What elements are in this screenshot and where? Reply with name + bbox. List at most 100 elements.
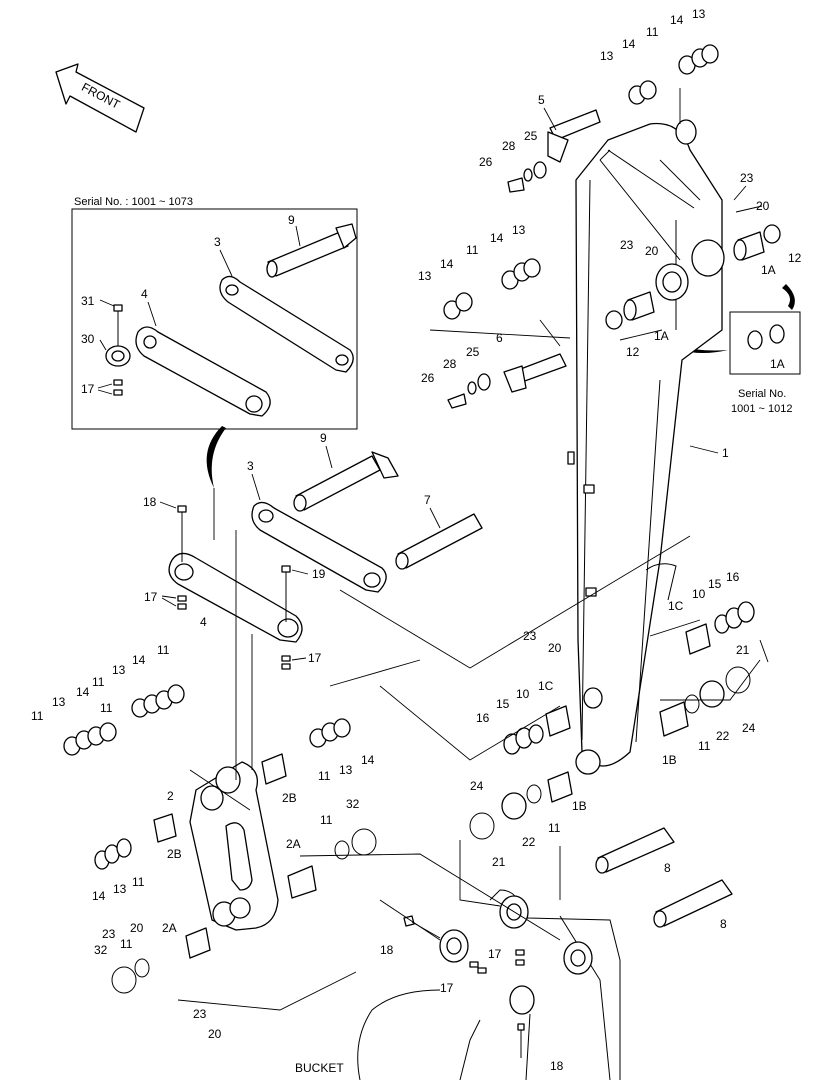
label-1c-b: 1C	[538, 679, 554, 693]
label-2a-b: 2A	[162, 921, 177, 935]
label-1a-b: 1A	[654, 329, 669, 343]
bushings-2a-2b	[153, 753, 317, 959]
label-14c: 14	[490, 231, 504, 245]
label-1c-a: 1C	[668, 599, 684, 613]
label-20b: 20	[645, 244, 659, 258]
pins-8	[595, 827, 733, 928]
label-14g: 14	[361, 753, 375, 767]
label-1: 1	[722, 446, 729, 460]
label-inset-9: 9	[288, 213, 295, 227]
label-25a: 25	[524, 129, 538, 143]
pin-9-main	[293, 451, 399, 512]
label-16a: 16	[726, 570, 740, 584]
label-5: 5	[538, 93, 545, 107]
label-7: 7	[424, 493, 431, 507]
label-14d: 14	[440, 257, 454, 271]
label-13b: 13	[692, 7, 706, 21]
label-18c: 18	[550, 1059, 564, 1073]
label-8a: 8	[664, 861, 671, 875]
label-32b: 32	[94, 943, 108, 957]
label-2a-a: 2A	[286, 837, 301, 851]
label-11e: 11	[100, 701, 113, 715]
label-13e: 14	[76, 685, 90, 699]
label-14f: 14	[132, 653, 146, 667]
label-inset-3: 3	[214, 235, 221, 249]
label-28b: 28	[443, 357, 457, 371]
label-17a: 17	[144, 590, 158, 604]
link-3-main	[251, 501, 387, 593]
inset-pin-9	[266, 223, 357, 278]
label-20e: 20	[208, 1027, 222, 1041]
label-12b: 12	[626, 345, 640, 359]
link-4-main	[168, 552, 303, 643]
label-32a: 32	[346, 797, 360, 811]
label-23d: 23	[102, 927, 116, 941]
h-link-part-2	[189, 761, 279, 931]
bolt-18-19	[177, 505, 291, 670]
label-inset-30: 30	[81, 332, 95, 346]
callout-arrow-left	[206, 426, 226, 488]
mid-washers	[443, 258, 541, 320]
label-11f: 11	[157, 643, 170, 657]
label-15a: 15	[708, 577, 722, 591]
label-13g: 13	[339, 763, 353, 777]
label-24b: 24	[470, 779, 484, 793]
bolt-26-washers-28-25	[507, 161, 547, 193]
label-10b: 10	[516, 687, 530, 701]
label-23b: 23	[620, 238, 634, 252]
label-1b-a: 1B	[662, 753, 677, 767]
pin-7	[395, 513, 483, 570]
label-18b: 18	[380, 943, 394, 957]
inset-washer-30	[105, 345, 131, 367]
label-23a: 23	[740, 171, 754, 185]
inset-nut-17a	[113, 379, 123, 386]
left-washers	[63, 684, 351, 756]
bucket-label: BUCKET	[295, 1061, 344, 1075]
label-17d: 17	[440, 981, 454, 995]
arm-part-1	[567, 119, 725, 775]
label-26b: 26	[421, 371, 435, 385]
label-leaders	[97, 107, 763, 661]
inset-right: 1A Serial No. 1001 ~ 1012	[729, 311, 801, 415]
label-26a: 26	[479, 155, 493, 169]
inset-top: Serial No. : 1001 ~ 1073	[71, 196, 358, 430]
label-2b-a: 2B	[282, 791, 297, 805]
label-1b-b: 1B	[572, 799, 587, 813]
label-18a: 18	[143, 495, 157, 509]
top-washers	[628, 44, 719, 105]
label-21b: 21	[492, 855, 506, 869]
label-14h: 14	[92, 889, 106, 903]
label-2: 2	[167, 789, 174, 803]
front-arrow: FRONT	[55, 63, 145, 133]
label-11b: 11	[466, 243, 479, 257]
label-23c: 23	[523, 629, 537, 643]
label-15b: 15	[496, 697, 510, 711]
label-13a: 13	[600, 49, 614, 63]
bushing-1a-right	[733, 224, 781, 261]
label-11h: 11	[698, 739, 711, 753]
label-20c: 20	[548, 641, 562, 655]
inset-right-serial-2: 1001 ~ 1012	[731, 403, 792, 415]
label-13d: 13	[418, 269, 432, 283]
bolt-26b-washers	[447, 373, 491, 409]
inset-nut-17b	[113, 389, 123, 396]
pin-6	[503, 353, 567, 393]
label-22b: 22	[522, 835, 536, 849]
right-lower-parts	[469, 601, 755, 840]
label-4: 4	[200, 615, 207, 629]
label-13f: 13	[112, 663, 126, 677]
label-14a: 14	[622, 37, 636, 51]
label-21a: 21	[736, 643, 750, 657]
inset-link-4	[135, 326, 271, 417]
label-inset-31: 31	[81, 294, 95, 308]
label-inset-17: 17	[81, 382, 95, 396]
label-25b: 25	[466, 345, 480, 359]
label-13h: 13	[113, 882, 127, 896]
label-11d: 11	[92, 675, 105, 689]
inset-top-serial: Serial No. : 1001 ~ 1073	[74, 196, 193, 208]
label-10a: 10	[692, 587, 706, 601]
assembly-guide-lines	[177, 88, 769, 1011]
label-11a: 11	[646, 25, 659, 39]
inset-link-3	[219, 275, 354, 373]
